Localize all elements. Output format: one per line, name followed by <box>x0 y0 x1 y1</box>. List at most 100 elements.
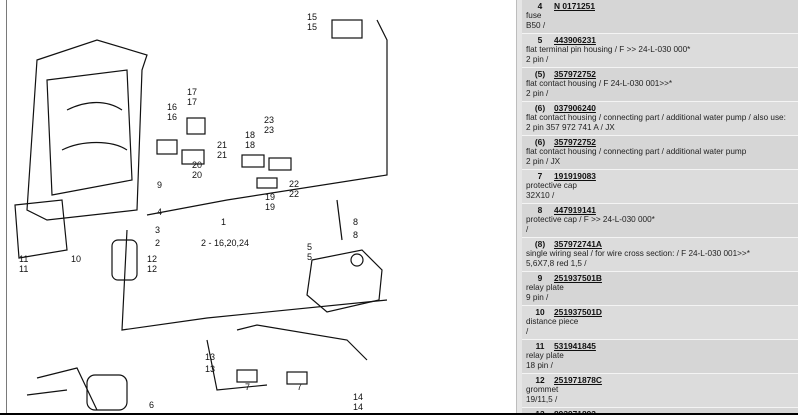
position-number: 13 <box>535 409 545 415</box>
position-number: 4 <box>537 1 543 11</box>
part-description: flat contact housing / connecting part /… <box>526 113 786 122</box>
callout-15a: 15 <box>307 12 317 22</box>
callout-4: 4 <box>157 207 162 217</box>
callout-5a: 5 <box>307 242 312 252</box>
part-number-link[interactable]: 357972741A <box>554 239 602 249</box>
callout-18b: 18 <box>245 140 255 150</box>
callout-14b: 14 <box>353 402 363 412</box>
part-number-link[interactable]: 251971878C <box>554 375 602 385</box>
exploded-diagram[interactable]: 15 15 17 17 16 16 18 18 21 21 23 23 20 2… <box>6 0 518 414</box>
position-number: 8 <box>537 205 543 215</box>
callout-8a: 8 <box>353 217 358 227</box>
position-number: 12 <box>535 375 545 385</box>
part-description: 2 pin 357 972 741 A / JX <box>526 123 615 132</box>
parts-row-header: 7 191919083 <box>526 171 798 181</box>
callout-6: 6 <box>149 400 154 410</box>
callout-22b: 22 <box>289 189 299 199</box>
part-number-link[interactable]: 037906240 <box>554 103 596 113</box>
position-number: 11 <box>535 341 545 351</box>
position-number: (6) <box>534 103 546 113</box>
part-description: protective cap <box>526 181 577 190</box>
callout-19b: 19 <box>265 202 275 212</box>
parts-row-header: 13 893971893 <box>526 409 798 415</box>
callout-20a: 20 <box>192 160 202 170</box>
parts-row-header: 8 447919141 <box>526 205 798 215</box>
part-description: fuse <box>526 11 542 20</box>
part-number-link[interactable]: 893971893 <box>554 409 596 415</box>
position-number: (6) <box>534 137 546 147</box>
part-description: 32X10 / <box>526 191 555 200</box>
part-number-link[interactable]: 251937501D <box>554 307 602 317</box>
part-description: 2 pin / JX <box>526 157 561 166</box>
callout-1: 1 <box>221 217 226 227</box>
callout-11b: 11 <box>19 264 28 274</box>
part-number-link[interactable]: 443906231 <box>554 35 596 45</box>
callout-12b: 12 <box>147 264 157 274</box>
callout-2: 2 <box>155 238 160 248</box>
parts-row-header: 5 443906231 <box>526 35 798 45</box>
callout-1-range: 2 - 16,20,24 <box>201 238 249 248</box>
parts-row-header: 11 531941845 <box>526 341 798 351</box>
callout-9: 9 <box>157 180 162 190</box>
part-number-link[interactable]: N 0171251 <box>554 1 595 11</box>
callout-17b: 17 <box>187 97 197 107</box>
callout-18a: 18 <box>245 130 255 140</box>
parts-row-header: 12 251971878C <box>526 375 798 385</box>
part-number-link[interactable]: 531941845 <box>554 341 596 351</box>
position-number: (5) <box>534 69 546 79</box>
callout-19a: 19 <box>265 192 275 202</box>
position-number: 10 <box>535 307 545 317</box>
part-description: 18 pin / <box>526 361 553 370</box>
bottom-border <box>0 413 798 415</box>
part-description: protective cap / F >> 24-L-030 000* <box>526 215 655 224</box>
part-number-link[interactable]: 357972752 <box>554 69 596 79</box>
callout-20b: 20 <box>192 170 202 180</box>
parts-row-header: (6) 037906240 <box>526 103 798 113</box>
callout-21a: 21 <box>217 140 227 150</box>
part-number-link[interactable]: 357972752 <box>554 137 596 147</box>
callout-13b: 13 <box>205 364 215 374</box>
callout-23a: 23 <box>264 115 274 125</box>
position-number: 7 <box>537 171 543 181</box>
callout-7a: 7 <box>245 382 250 392</box>
part-description: flat contact housing / connecting part /… <box>526 147 747 156</box>
callout-13a: 13 <box>205 352 215 362</box>
part-description: relay plate <box>526 283 564 292</box>
part-description: flat contact housing / F 24-L-030 001>>* <box>526 79 673 88</box>
callout-12a: 12 <box>147 254 157 264</box>
position-number: 5 <box>537 35 543 45</box>
part-description: / <box>526 225 529 234</box>
callout-21b: 21 <box>217 150 227 160</box>
diagram-scrollbar[interactable] <box>516 0 522 413</box>
callout-7b: 7 <box>297 382 302 392</box>
callout-3: 3 <box>155 225 160 235</box>
callout-11a: 11 <box>19 254 28 264</box>
part-description: 2 pin / <box>526 89 549 98</box>
position-number: (8) <box>534 239 546 249</box>
callout-22a: 22 <box>289 179 299 189</box>
part-number-link[interactable]: 447919141 <box>554 205 596 215</box>
callout-16b: 16 <box>167 112 177 122</box>
part-description: relay plate <box>526 351 564 360</box>
parts-row-header: (8) 357972741A <box>526 239 798 249</box>
parts-row-header: 4 N 0171251 <box>526 1 798 11</box>
part-description: grommet <box>526 385 559 394</box>
callout-23b: 23 <box>264 125 274 135</box>
parts-row-header: (6) 357972752 <box>526 137 798 147</box>
part-description: / <box>526 327 529 336</box>
part-number-link[interactable]: 251937501B <box>554 273 602 283</box>
callout-15b: 15 <box>307 22 317 32</box>
part-number-link[interactable]: 191919083 <box>554 171 596 181</box>
